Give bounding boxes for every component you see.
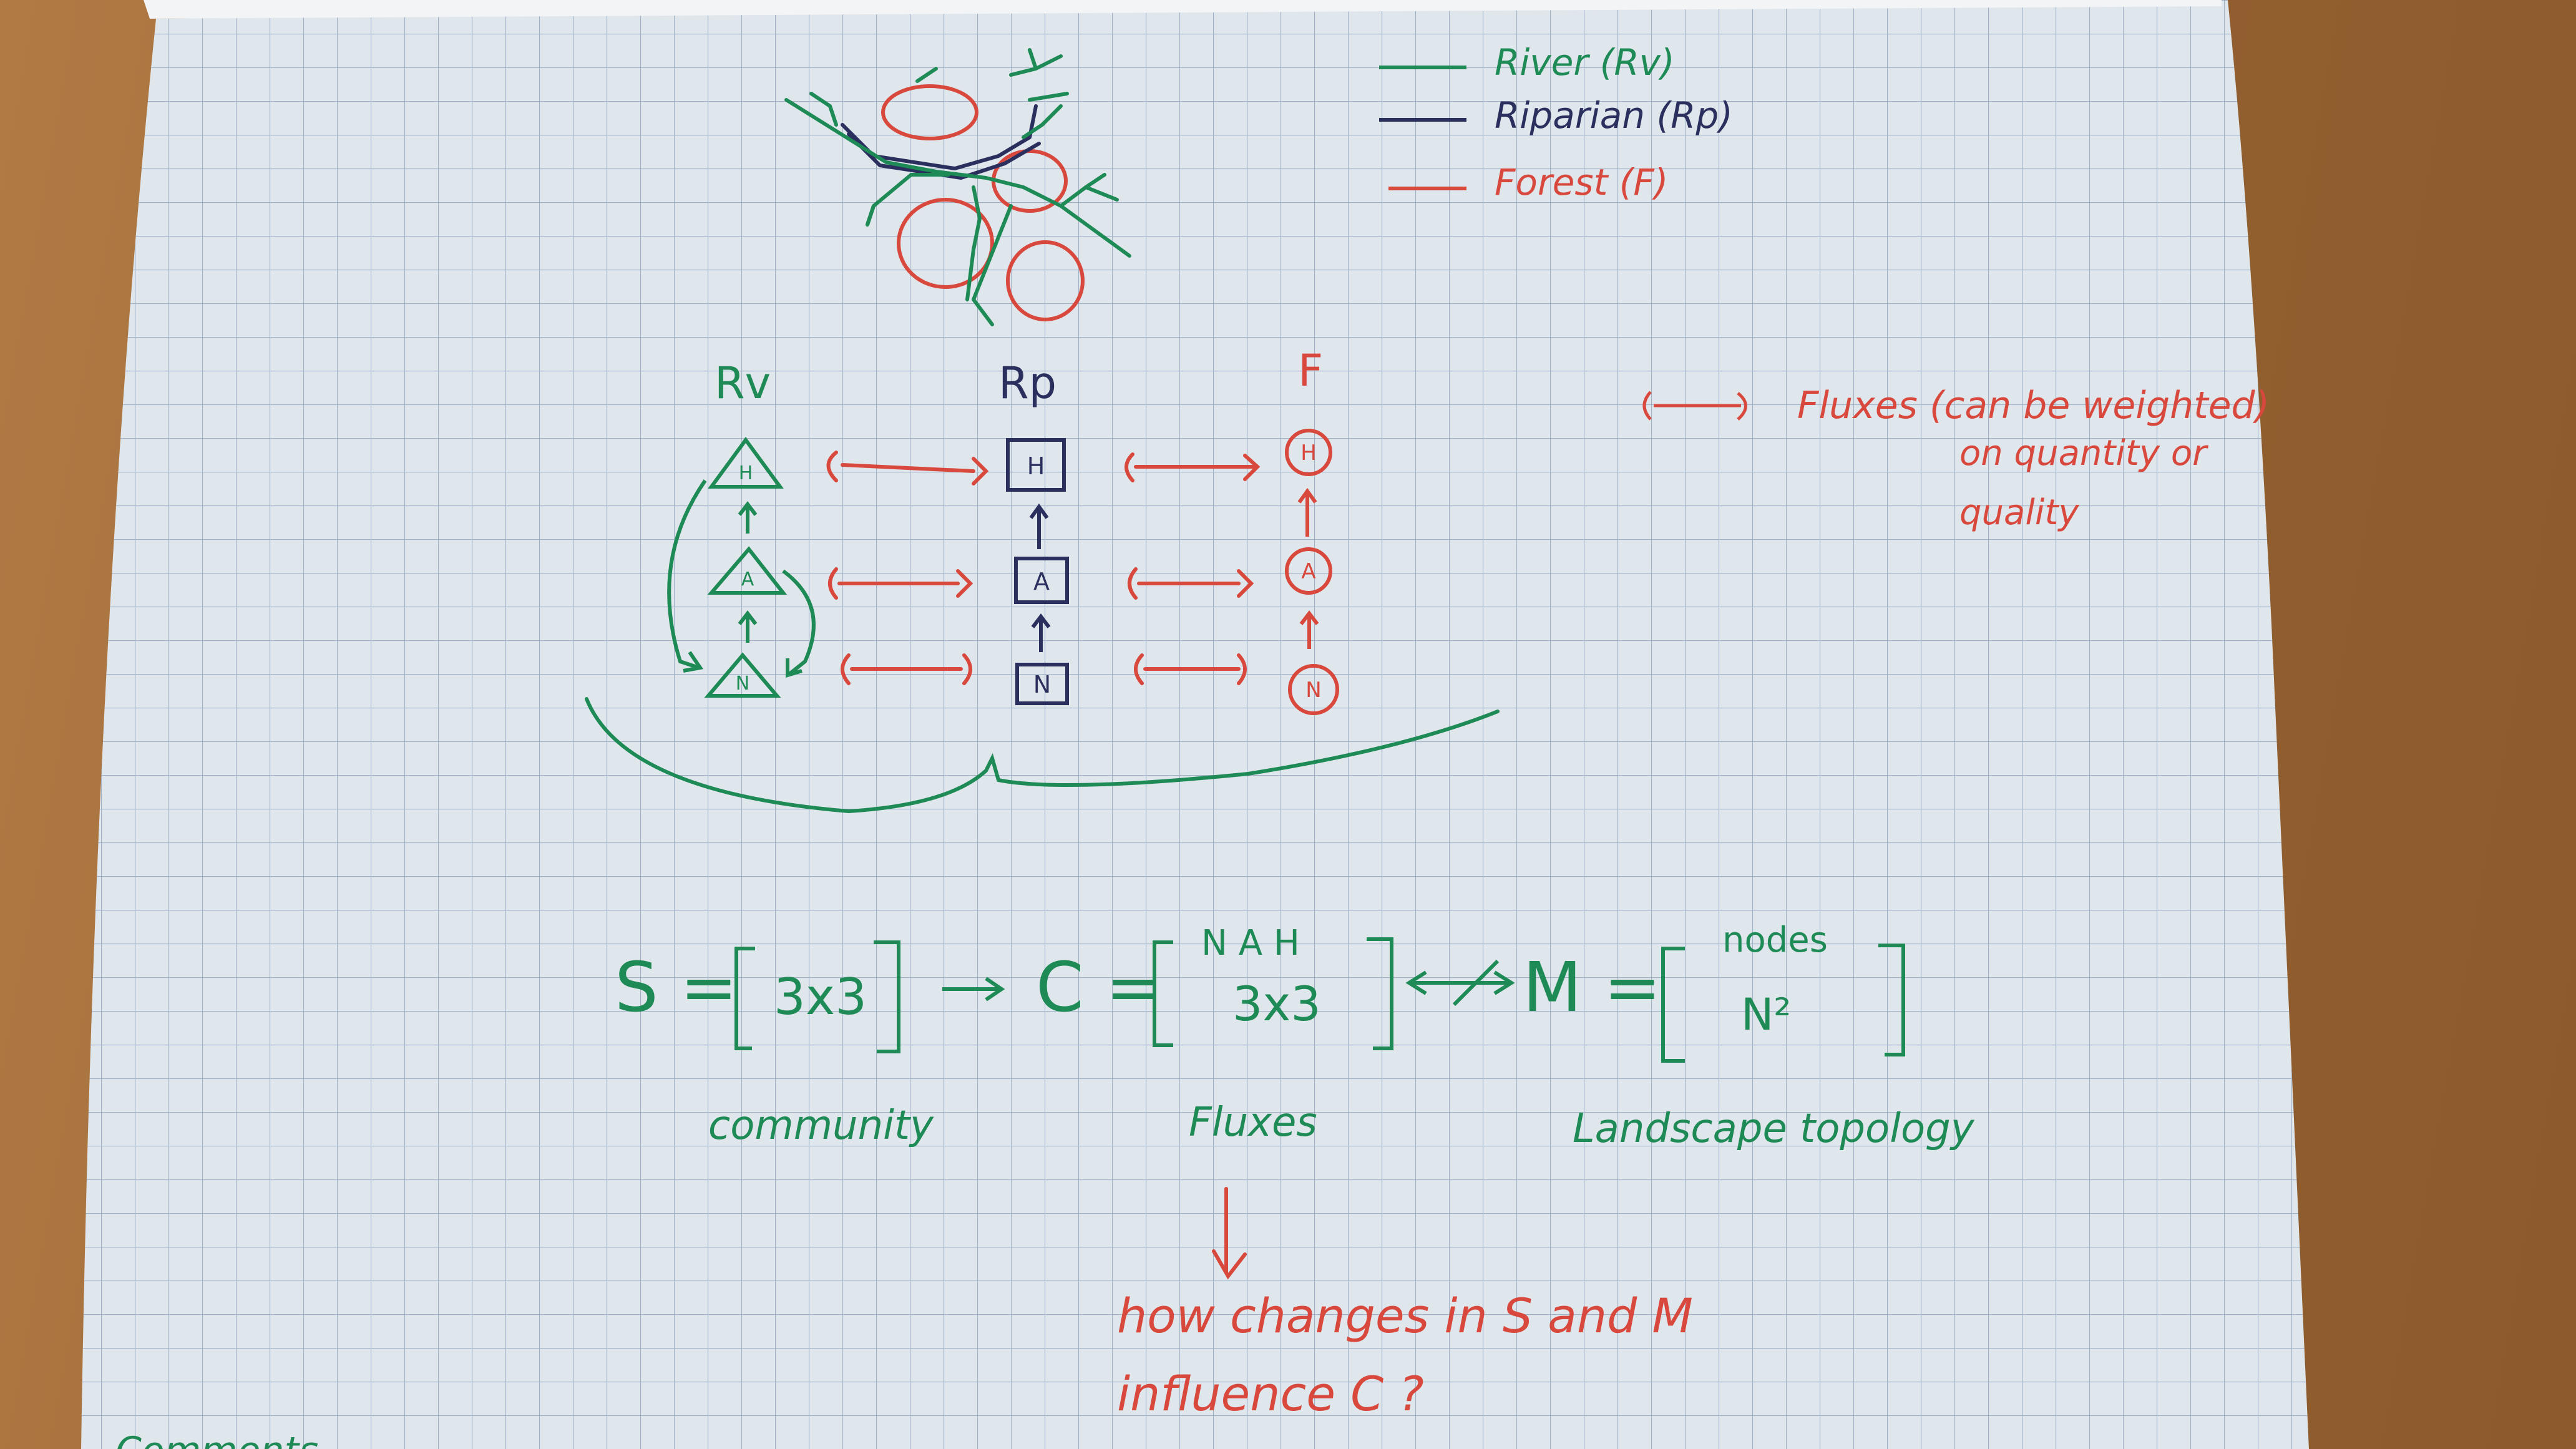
c-matrix-bracket-right [1367,937,1393,1050]
c-matrix-header: N A H [1201,923,1300,964]
riparian-up-arrow-1 [1029,503,1049,549]
riparian-node-mid [1014,557,1069,604]
fluxes-note: Fluxes (can be weighted) on quantity or … [1642,384,2270,533]
flux-rp-f-low [1134,653,1247,685]
river-node-mid-label: A [741,568,754,590]
m-matrix-inner: N² [1741,989,1791,1040]
riparian-node-mid-label: A [1033,568,1050,595]
forest-up-arrow-1 [1297,487,1317,537]
fluxes-note-arrow [1642,391,1747,421]
river-node-mid [707,546,788,595]
forest-node-mid [1285,547,1332,595]
s-matrix-label: S = [615,947,738,1027]
flux-rv-rp-low [841,653,972,685]
s-to-c-arrow [942,977,1005,1002]
legend-forest-label: Forest (F) [1495,161,1668,203]
forest-node-high [1285,429,1332,476]
m-matrix-label: M = [1523,947,1661,1027]
river-node-high [708,436,784,489]
river-loop-left [667,479,707,673]
top-page-edge [144,0,2222,19]
matrix-equations: S = 3x3 C = N A H 3x3 M = nodes N² [615,920,1905,1063]
c-matrix-label: C = [1036,947,1163,1027]
forest-up-arrow-2 [1299,610,1319,649]
river-node-low [704,652,781,698]
m-matrix-bracket-right [1878,944,1905,1056]
forest-patch-4 [1006,240,1085,321]
fluxes-note-line3: quality [1959,492,2079,533]
river-loop-right [782,569,816,678]
river-node-low-label: N [736,673,749,695]
flux-rp-f-high [1125,452,1261,482]
river-branch-1 [866,48,1119,326]
matrix-captions: community Fluxes Landscape topology [708,1100,1975,1152]
riparian-node-low [1015,663,1069,705]
forest-patch-1 [881,84,978,140]
forest-node-low-label: N [1305,678,1321,703]
column-header-rv: Rv [715,358,771,409]
flux-arrows [826,451,1261,685]
fluxes-note-line2: on quantity or [1959,433,2208,474]
flux-rp-f-mid [1128,567,1254,600]
forest-patch-3 [897,198,994,289]
river-up-arrow-2 [738,610,758,643]
fluxes-note-line1: Fluxes (can be weighted) [1797,384,2270,427]
river-column: H A N [667,436,816,698]
caption-community: community [708,1103,934,1149]
forest-node-high-label: H [1300,441,1317,466]
corner-text: Comments [115,1429,318,1449]
riparian-node-high [1006,438,1066,492]
riparian-up-arrow-2 [1031,613,1051,652]
river-node-high-label: H [739,462,753,484]
s-matrix-bracket-left [734,947,755,1050]
c-matrix-inner: 3x3 [1232,976,1321,1032]
riparian-node-low-label: N [1033,671,1051,698]
column-header-f: F [1298,345,1323,396]
m-matrix-header: nodes [1722,920,1828,960]
river-branch-2 [809,92,1063,227]
research-question: how changes in S and M influence C ? [1117,1288,1693,1422]
c-matrix-bracket-left [1153,940,1173,1047]
flux-rv-rp-high [826,451,989,485]
riparian-column: H A N [1006,438,1069,705]
s-matrix-bracket-right [874,940,900,1053]
legend: River (Rv) Riparian (Rp) Forest (F) [1379,41,1733,203]
forest-column: H A N [1285,429,1339,715]
legend-riparian-label: Riparian (Rp) [1495,94,1733,137]
question-line1: how changes in S and M [1117,1288,1693,1344]
legend-river-label: River (Rv) [1495,41,1675,84]
question-line2: influence C ? [1117,1366,1424,1422]
forest-node-low [1288,664,1339,715]
caption-landscape: Landscape topology [1573,1106,1975,1152]
paper-grid [81,0,2309,1449]
caption-fluxes: Fluxes [1189,1100,1317,1146]
river-network-sketch [784,48,1131,326]
curly-brace [585,697,1500,814]
forest-node-mid-label: A [1301,559,1315,584]
flux-rv-rp-mid [828,567,973,600]
riparian-node-high-label: H [1027,452,1045,480]
column-header-rp: Rp [998,358,1056,409]
m-matrix-bracket-left [1661,947,1685,1063]
c-m-double-arrow [1405,959,1515,1007]
question-down-arrow [1212,1187,1247,1280]
s-matrix-inner: 3x3 [774,968,867,1026]
river-up-arrow-1 [738,501,758,534]
